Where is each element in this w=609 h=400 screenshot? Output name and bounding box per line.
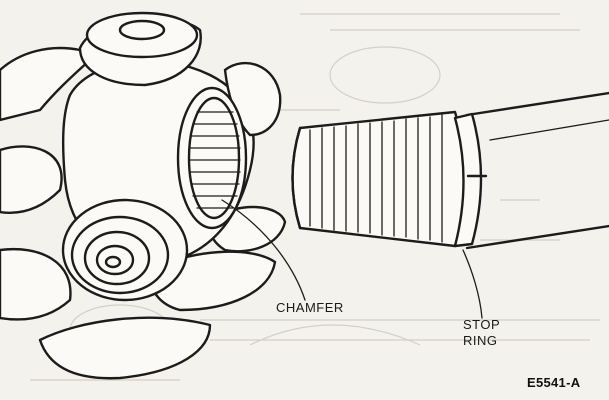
chamfer-leader (221, 199, 306, 301)
axle-shaft (465, 91, 609, 250)
splined-shaft (291, 110, 467, 248)
stop-ring (453, 112, 488, 248)
figure-code: E5541-A (527, 375, 581, 390)
leader-lines (221, 199, 483, 319)
tripod-joint (61, 11, 282, 302)
stop-ring-label-line1: STOP (463, 317, 501, 332)
chamfer-label: CHAMFER (276, 300, 344, 315)
stop-ring-label: STOP RING (463, 317, 533, 349)
stop-ring-leader (462, 249, 483, 319)
stop-ring-label-line2: RING (463, 333, 498, 348)
